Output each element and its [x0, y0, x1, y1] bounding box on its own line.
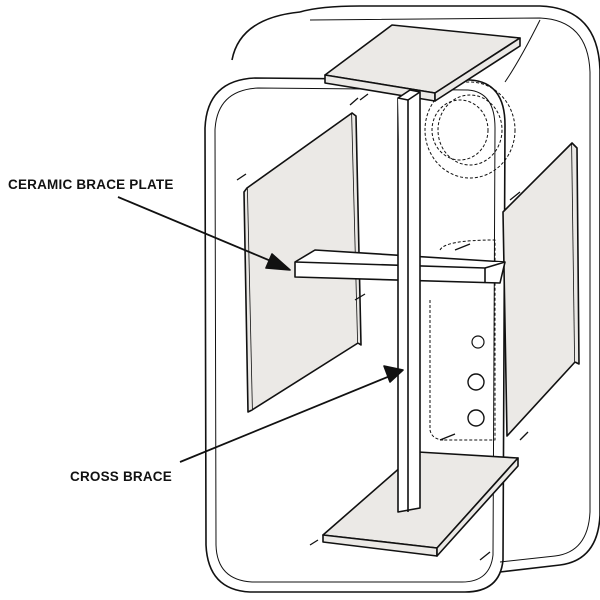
- front-shell-outline: [204, 77, 506, 593]
- connector-port: [467, 409, 485, 427]
- cross-brace-vertical: [397, 89, 421, 513]
- connector-port: [471, 335, 485, 349]
- rear-shell-inner: [309, 17, 591, 563]
- label-ceramic-brace-plate: CERAMIC BRACE PLATE: [8, 177, 174, 192]
- leader-arrow-cross: [179, 375, 391, 463]
- arrow-head-cross: [383, 365, 404, 383]
- label-cross-brace: CROSS BRACE: [70, 469, 172, 484]
- leader-arrow-ceramic: [117, 196, 279, 265]
- arrow-head-ceramic: [265, 253, 291, 271]
- rear-shell-outline: [299, 5, 600, 573]
- front-shell-inner: [214, 87, 496, 583]
- connector-port: [467, 373, 485, 391]
- top-plate: [324, 24, 521, 102]
- ceramic-brace-plate-right: [502, 142, 580, 437]
